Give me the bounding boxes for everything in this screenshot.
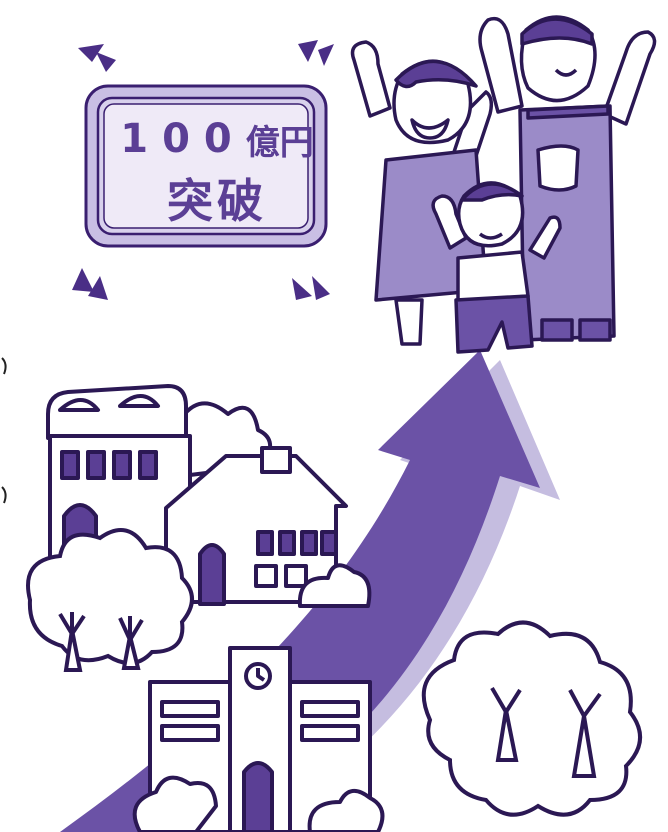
left-edge-fragments <box>1 357 7 504</box>
houses-icon <box>46 384 372 608</box>
growth-arrow-icon <box>60 350 560 832</box>
school-building-icon <box>132 646 385 832</box>
trees-icon-left <box>26 528 194 672</box>
sign-amount: 100 <box>120 116 246 162</box>
family-cheering-icon <box>350 15 657 354</box>
sign-line-breakthrough: 突破 <box>167 174 267 228</box>
sign-unit: 億円 <box>245 122 314 163</box>
burst-mark-icon <box>72 40 334 300</box>
sign-board <box>84 84 328 248</box>
trees-icon-right <box>421 620 643 817</box>
